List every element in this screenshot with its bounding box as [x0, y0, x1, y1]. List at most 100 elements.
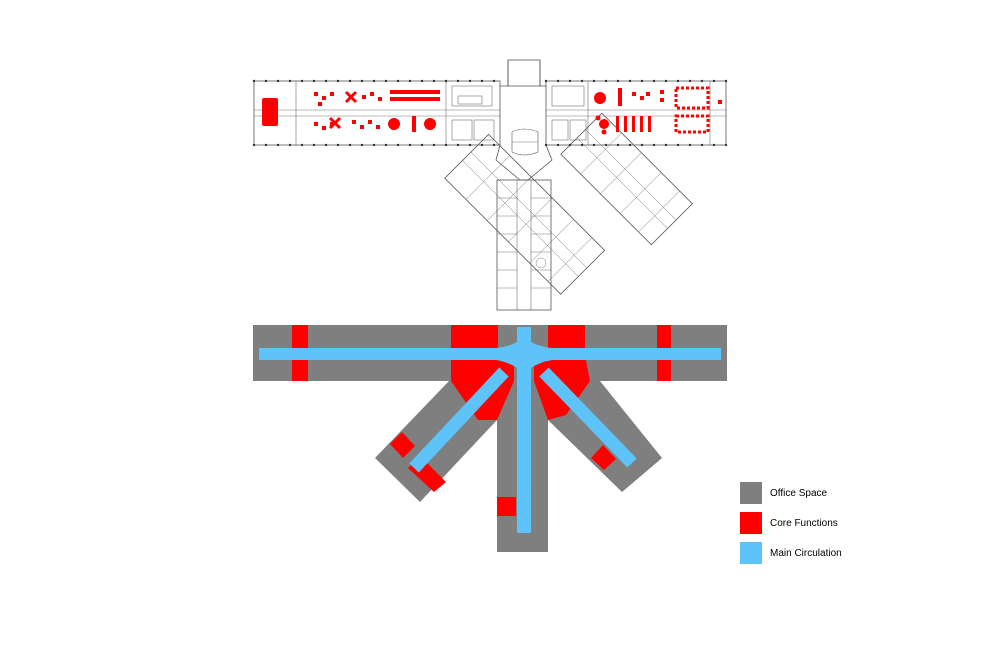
plan-column-markers — [252, 79, 728, 147]
core-south-wing — [497, 497, 516, 516]
column-marker — [432, 79, 436, 83]
column-marker — [724, 79, 728, 83]
column-marker — [336, 143, 340, 147]
circulation-southwest — [409, 367, 509, 473]
legend-item-core-functions: Core Functions — [740, 508, 842, 538]
column-marker — [568, 143, 572, 147]
column-marker — [556, 143, 560, 147]
legend-swatch-office-space — [740, 482, 762, 504]
column-marker — [408, 143, 412, 147]
column-marker — [480, 79, 484, 83]
column-marker — [712, 143, 716, 147]
column-marker — [252, 143, 256, 147]
column-marker — [724, 143, 728, 147]
circulation-southeast — [539, 367, 637, 468]
small-desks-left — [314, 92, 334, 130]
column-marker — [604, 79, 608, 83]
legend: Office Space Core Functions Main Circula… — [740, 478, 842, 568]
plan-southwest-wing — [444, 133, 606, 295]
plan-left-wing — [253, 80, 501, 146]
column-marker — [252, 79, 256, 83]
column-marker — [652, 143, 656, 147]
column-marker — [276, 143, 280, 147]
column-marker — [312, 143, 316, 147]
column-marker — [396, 143, 400, 147]
column-marker — [592, 143, 596, 147]
plan-core-furniture — [262, 86, 722, 135]
column-marker — [616, 79, 620, 83]
column-marker — [348, 143, 352, 147]
column-marker — [664, 79, 668, 83]
plan-central-lobby — [495, 59, 553, 181]
column-marker — [408, 79, 412, 83]
column-marker — [372, 79, 376, 83]
column-marker — [480, 143, 484, 147]
column-marker — [492, 143, 496, 147]
column-marker — [468, 143, 472, 147]
column-marker — [676, 79, 680, 83]
column-marker — [544, 143, 548, 147]
legend-label-main-circulation: Main Circulation — [770, 547, 842, 559]
column-marker — [456, 143, 460, 147]
column-marker — [616, 143, 620, 147]
column-marker — [384, 143, 388, 147]
column-marker — [700, 79, 704, 83]
column-marker — [300, 143, 304, 147]
column-marker — [688, 79, 692, 83]
column-marker — [288, 143, 292, 147]
column-marker — [276, 79, 280, 83]
column-marker — [348, 79, 352, 83]
legend-label-office-space: Office Space — [770, 487, 828, 499]
column-marker — [420, 143, 424, 147]
column-marker — [580, 143, 584, 147]
column-marker — [568, 79, 572, 83]
core-southwest-a — [390, 432, 415, 458]
column-marker — [384, 79, 388, 83]
legend-item-main-circulation: Main Circulation — [740, 538, 842, 568]
column-marker — [652, 79, 656, 83]
column-marker — [468, 79, 472, 83]
zoning-diagram — [253, 325, 727, 552]
column-marker — [264, 79, 268, 83]
column-marker — [420, 79, 424, 83]
column-marker — [324, 79, 328, 83]
column-marker — [300, 79, 304, 83]
column-marker — [676, 143, 680, 147]
column-marker — [556, 79, 560, 83]
column-marker — [580, 79, 584, 83]
column-marker — [604, 143, 608, 147]
plan-southeast-wing — [560, 112, 693, 246]
column-marker — [264, 143, 268, 147]
circulation-hub — [496, 327, 552, 390]
column-marker — [324, 143, 328, 147]
core-southeast — [591, 445, 616, 470]
column-marker — [360, 143, 364, 147]
plan-right-wing — [545, 80, 727, 146]
column-marker — [444, 143, 448, 147]
column-marker — [544, 79, 548, 83]
column-marker — [700, 143, 704, 147]
column-marker — [456, 79, 460, 83]
column-marker — [312, 79, 316, 83]
legend-swatch-core-functions — [740, 512, 762, 534]
column-marker — [336, 79, 340, 83]
column-marker — [288, 79, 292, 83]
column-marker — [640, 79, 644, 83]
column-marker — [688, 143, 692, 147]
legend-swatch-main-circulation — [740, 542, 762, 564]
column-marker — [432, 143, 436, 147]
plan-south-wing — [496, 179, 552, 311]
column-marker — [492, 79, 496, 83]
column-marker — [396, 79, 400, 83]
legend-item-office-space: Office Space — [740, 478, 842, 508]
column-marker — [628, 79, 632, 83]
column-marker — [444, 79, 448, 83]
column-marker — [664, 143, 668, 147]
legend-label-core-functions: Core Functions — [770, 517, 838, 529]
column-marker — [372, 143, 376, 147]
column-marker — [712, 79, 716, 83]
column-marker — [360, 79, 364, 83]
column-marker — [592, 79, 596, 83]
column-marker — [628, 143, 632, 147]
